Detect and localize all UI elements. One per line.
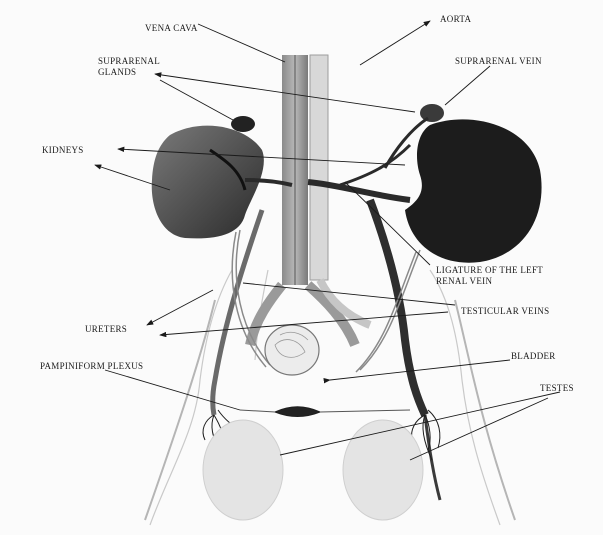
- label-bladder: BLADDER: [511, 351, 556, 361]
- label-ligature-line1: LIGATURE OF THE LEFT: [436, 265, 543, 275]
- label-ureters: URETERS: [85, 324, 127, 334]
- right-kidney-shape: [152, 116, 264, 238]
- label-testes: TESTES: [540, 383, 574, 393]
- label-suprarenal-glands-line2: GLANDS: [98, 67, 136, 77]
- leader-testes-2: [410, 398, 548, 460]
- label-vena-cava: VENA CAVA: [145, 23, 198, 33]
- left-kidney-shape: [405, 104, 542, 263]
- renal-vessels: [245, 118, 428, 200]
- leader-vena-cava: [198, 24, 285, 62]
- leader-pampiniform: [105, 370, 240, 410]
- label-suprarenal-vein: SUPRARENAL VEIN: [455, 56, 542, 66]
- leader-suprarenal-vein: [445, 66, 490, 105]
- leader-suprarenal-glands-2: [160, 80, 233, 120]
- label-kidneys: KIDNEYS: [42, 145, 84, 155]
- label-testicular-veins: TESTICULAR VEINS: [461, 306, 549, 316]
- bladder-shape: [265, 325, 319, 375]
- label-pampiniform-plexus: PAMPINIFORM PLEXUS: [40, 361, 143, 371]
- leader-aorta: [360, 21, 430, 65]
- testes-shapes: [203, 420, 423, 520]
- leader-ureters: [147, 290, 213, 325]
- label-aorta: AORTA: [440, 14, 471, 24]
- label-suprarenal-glands-line1: SUPRARENAL: [98, 56, 160, 66]
- label-ligature-line2: RENAL VEIN: [436, 276, 492, 286]
